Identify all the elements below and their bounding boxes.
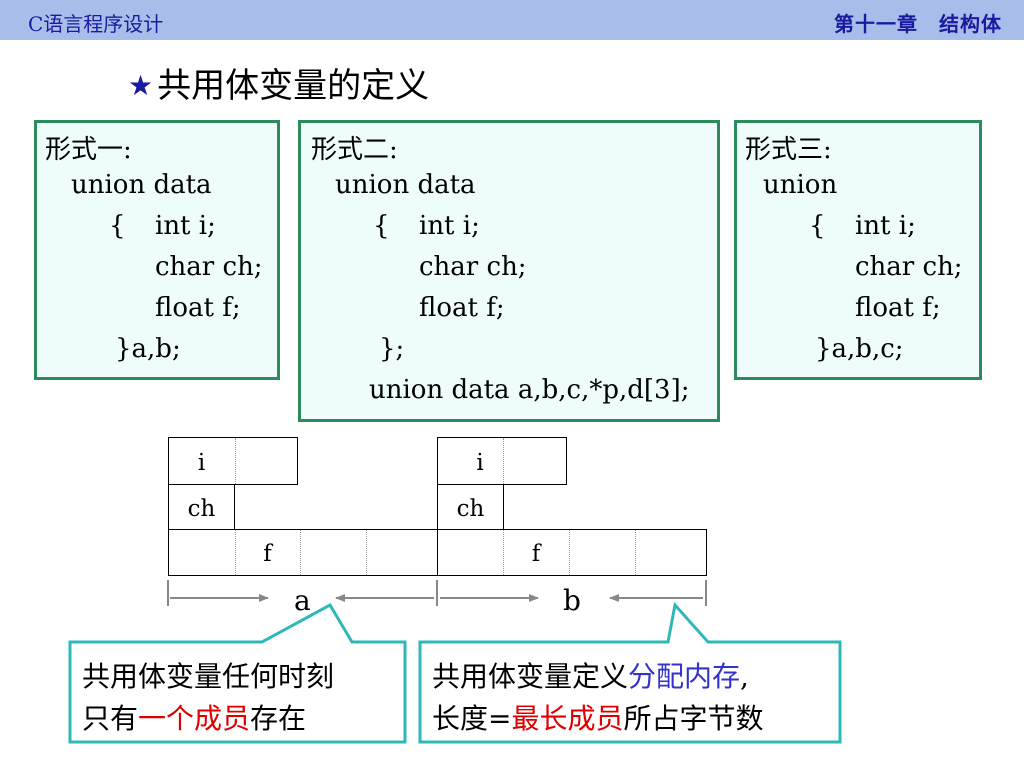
memory-cell-ch bbox=[437, 484, 504, 530]
memory-cell-i bbox=[168, 437, 298, 485]
slide-header: C语言程序设计 第十一章 结构体 bbox=[0, 0, 1024, 40]
union-var-a-label: a bbox=[294, 584, 311, 617]
byte-divider bbox=[569, 530, 570, 575]
byte-divider bbox=[300, 530, 301, 575]
memory-label-f: f bbox=[263, 541, 272, 567]
form-two-line: union data a,b,c,*p,d[3]; bbox=[369, 375, 690, 405]
form-three-box: 形式三: union { int i; char ch; float f; }a… bbox=[734, 120, 982, 380]
callout-two-text: 所占字节数 bbox=[623, 702, 764, 735]
form-three-line: int i; bbox=[855, 211, 916, 241]
form-two-line: }; bbox=[379, 334, 405, 364]
memory-label-i: i bbox=[197, 450, 206, 476]
form-one-line: int i; bbox=[155, 211, 216, 241]
memory-label-f: f bbox=[531, 541, 541, 567]
memory-label-ch: ch bbox=[456, 496, 485, 522]
form-two-line: union data bbox=[335, 170, 476, 200]
form-two-line: char ch; bbox=[419, 252, 527, 282]
byte-divider bbox=[235, 530, 236, 575]
memory-label-ch: ch bbox=[187, 496, 216, 522]
form-two-heading: 形式二: bbox=[311, 135, 398, 165]
form-one-line: float f; bbox=[155, 293, 241, 323]
form-three-line: char ch; bbox=[855, 252, 963, 282]
callout-one-highlight: 一个成员 bbox=[138, 702, 251, 735]
byte-divider bbox=[503, 530, 504, 575]
form-one-line: }a,b; bbox=[115, 334, 181, 364]
form-three-line: float f; bbox=[855, 293, 941, 323]
slide-title-text: 共用体变量的定义 bbox=[157, 66, 430, 106]
callout-two-highlight: 分配内存 bbox=[628, 660, 741, 693]
callout-two-highlight: 最长成员 bbox=[511, 702, 624, 735]
form-two-line: int i; bbox=[419, 211, 480, 241]
form-one-line: { bbox=[109, 211, 126, 241]
memory-cell-ch bbox=[168, 484, 235, 530]
form-one-line: char ch; bbox=[155, 252, 263, 282]
form-one-box: 形式一: union data { int i; char ch; float … bbox=[34, 120, 280, 380]
memory-cell-f bbox=[168, 529, 438, 576]
memory-cell-f bbox=[437, 529, 707, 576]
form-three-line: union bbox=[763, 170, 838, 200]
form-two-line: { bbox=[373, 211, 390, 241]
callout-two-line2: 长度=最长成员所占字节数 bbox=[432, 697, 764, 737]
byte-divider bbox=[235, 438, 236, 484]
slide-title: ★共用体变量的定义 bbox=[128, 58, 429, 107]
callout-two-text: , bbox=[740, 660, 749, 693]
callout-one-line2: 只有一个成员存在 bbox=[82, 697, 306, 737]
callout-two-text: 长度= bbox=[432, 702, 512, 735]
form-one-heading: 形式一: bbox=[45, 135, 132, 165]
callout-one-text: 存在 bbox=[250, 702, 307, 735]
form-two-line: float f; bbox=[419, 293, 505, 323]
form-two-box: 形式二: union data { int i; char ch; float … bbox=[298, 120, 720, 422]
byte-divider bbox=[503, 438, 504, 484]
callout-one-line1: 共用体变量任何时刻 bbox=[82, 660, 335, 693]
memory-label-i: i bbox=[476, 450, 484, 476]
form-one-line: union data bbox=[71, 170, 212, 200]
star-icon: ★ bbox=[128, 69, 154, 102]
union-var-b-label: b bbox=[563, 584, 581, 617]
chapter-title: 第十一章 结构体 bbox=[834, 12, 1002, 36]
form-three-line: { bbox=[809, 211, 826, 241]
form-three-heading: 形式三: bbox=[745, 135, 832, 165]
callout-one-text: 只有 bbox=[82, 702, 139, 735]
byte-divider bbox=[635, 530, 636, 575]
callout-two-text: 共用体变量定义 bbox=[432, 660, 629, 693]
callout-two-line1: 共用体变量定义分配内存, bbox=[432, 655, 749, 695]
course-title: C语言程序设计 bbox=[28, 12, 164, 36]
byte-divider bbox=[366, 530, 367, 575]
form-three-line: }a,b,c; bbox=[815, 334, 904, 364]
